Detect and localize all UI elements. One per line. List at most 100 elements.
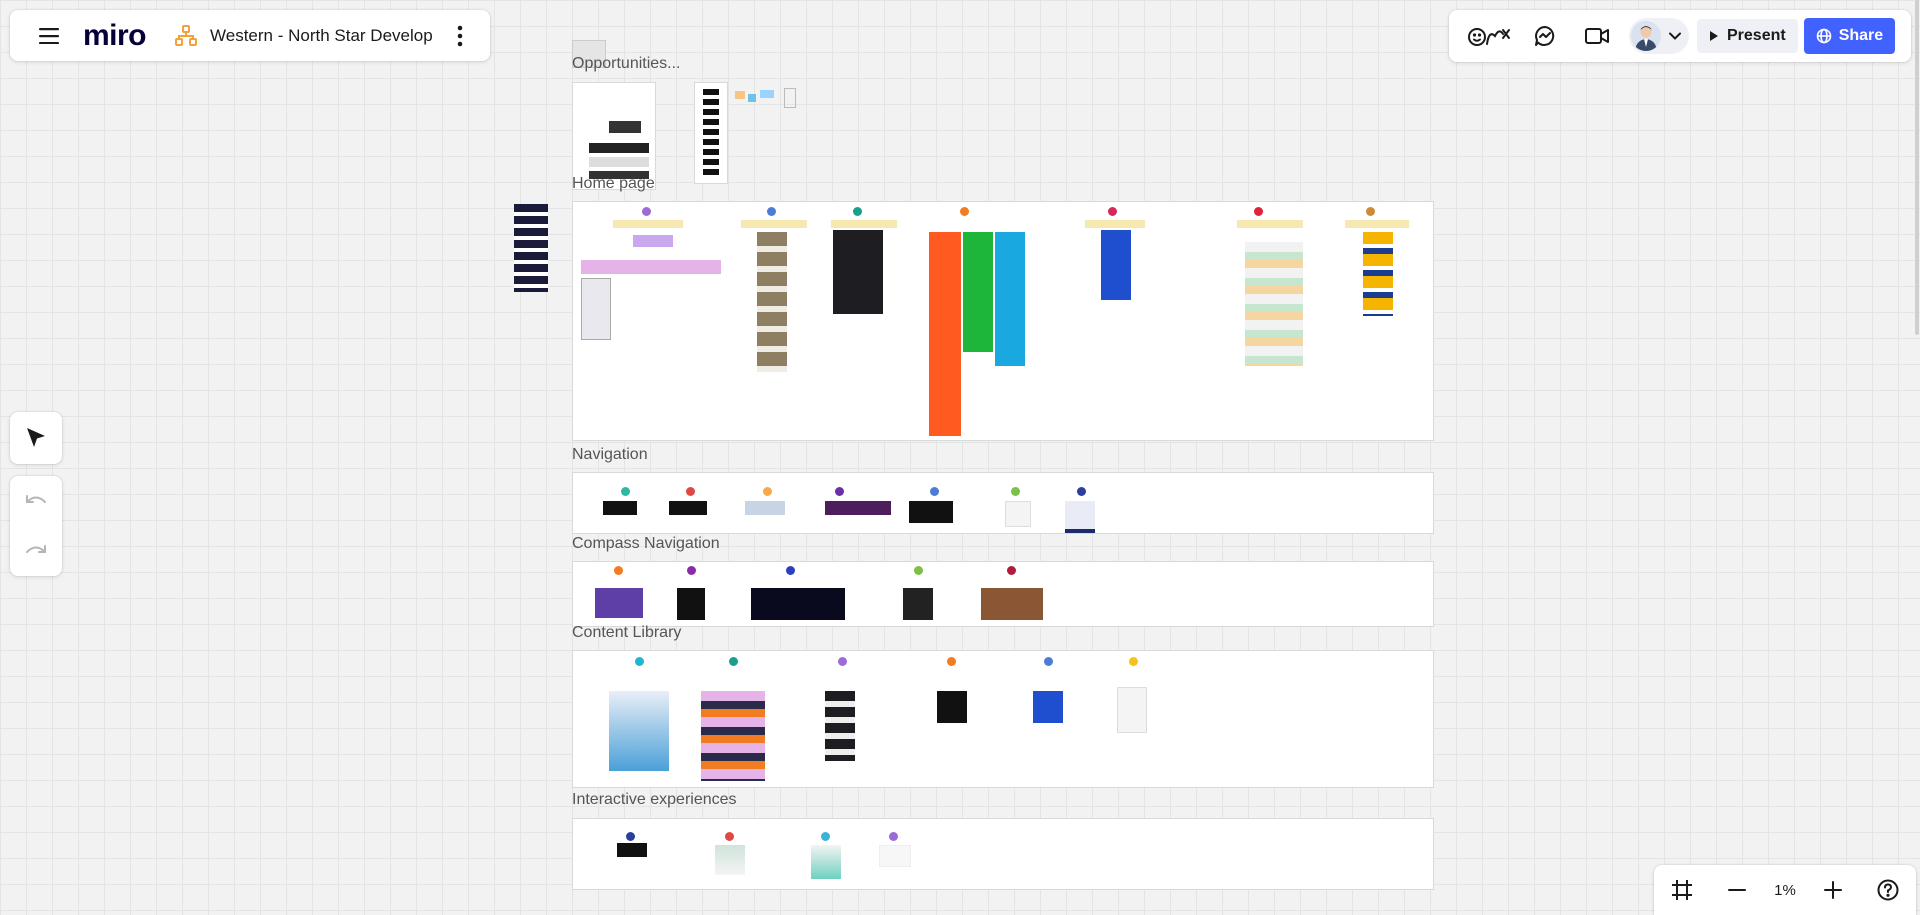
- thumb: [595, 588, 643, 618]
- thumb: [1245, 242, 1303, 366]
- globe-icon: [1816, 28, 1832, 44]
- avatar-dot: [725, 832, 734, 841]
- thumb: [751, 588, 845, 620]
- thumb: [677, 588, 705, 620]
- sticky-note[interactable]: [748, 94, 756, 102]
- thumb: [589, 143, 649, 153]
- history-panel: [10, 476, 62, 576]
- hamburger-menu-icon[interactable]: [30, 17, 68, 55]
- avatar-dot: [947, 657, 956, 666]
- thumb: [609, 121, 641, 133]
- thumb: [1117, 687, 1147, 733]
- thumb: [589, 157, 649, 167]
- frame-label-interactive-experiences[interactable]: Interactive experiences: [572, 791, 737, 808]
- redo-icon[interactable]: [16, 531, 56, 571]
- user-avatar-dropdown[interactable]: [1629, 18, 1689, 54]
- thumb: [1101, 230, 1131, 300]
- avatar-dot: [1108, 207, 1117, 216]
- thumb: [963, 232, 993, 352]
- avatar-dot: [626, 832, 635, 841]
- cursor-arrow-icon[interactable]: [16, 418, 56, 458]
- frame-content-library[interactable]: [572, 650, 1434, 788]
- thumb: [609, 691, 669, 771]
- frame-label-opportunities[interactable]: Opportunities...: [572, 55, 681, 72]
- avatar-dot: [821, 832, 830, 841]
- board-title[interactable]: Western - North Star Develop: [210, 25, 433, 45]
- frame-label-navigation[interactable]: Navigation: [572, 446, 648, 463]
- board-header-panel: miro Western - North Star Develop: [10, 10, 490, 61]
- miro-logo[interactable]: miro: [83, 18, 147, 52]
- thumb: [617, 843, 647, 857]
- thumb: [1065, 501, 1095, 533]
- undo-icon[interactable]: [16, 481, 56, 521]
- avatar-dot: [914, 566, 923, 575]
- avatar-dot: [1254, 207, 1263, 216]
- avatar: [1631, 21, 1661, 51]
- share-button[interactable]: Share: [1803, 18, 1896, 54]
- thumb: [833, 230, 883, 314]
- frame-home-page[interactable]: [572, 201, 1434, 441]
- thumb: [981, 588, 1043, 620]
- avatar-dot: [635, 657, 644, 666]
- frame-opportunities-main[interactable]: [572, 82, 656, 190]
- opportunities-thumb-small[interactable]: [572, 40, 606, 68]
- minus-icon[interactable]: [1719, 872, 1755, 908]
- avatar-dot: [1366, 207, 1375, 216]
- avatar-dot: [1011, 487, 1020, 496]
- avatar-dot: [889, 832, 898, 841]
- thumb: [1005, 501, 1031, 527]
- chat-icon[interactable]: [1525, 16, 1565, 56]
- avatar-dot: [786, 566, 795, 575]
- sticky-note[interactable]: [760, 90, 774, 98]
- avatar-dot: [763, 487, 772, 496]
- present-button[interactable]: Present: [1697, 19, 1798, 53]
- thumb: [745, 501, 785, 515]
- thumb[interactable]: [784, 88, 796, 108]
- frame-icon[interactable]: [1664, 872, 1700, 908]
- avatar-dot: [1044, 657, 1053, 666]
- thumb: [581, 278, 611, 340]
- thumb: [669, 501, 707, 515]
- thumb: [701, 691, 765, 781]
- thumb: [937, 691, 967, 723]
- frame-navigation[interactable]: [572, 472, 1434, 534]
- reactions-icon[interactable]: [1465, 16, 1517, 56]
- avatar-dot: [729, 657, 738, 666]
- frame-label-compass-navigation[interactable]: Compass Navigation: [572, 535, 720, 552]
- sticky-row: [741, 220, 807, 228]
- thumb: [903, 588, 933, 620]
- chevron-down-icon: [1669, 32, 1681, 40]
- thumb: [995, 232, 1025, 366]
- sticky-row: [1237, 220, 1303, 228]
- present-label: Present: [1727, 27, 1786, 44]
- home-side-thumb[interactable]: [514, 204, 548, 292]
- sticky-row: [831, 220, 897, 228]
- plus-icon[interactable]: [1815, 872, 1851, 908]
- more-vertical-icon[interactable]: [444, 17, 476, 55]
- avatar-dot: [767, 207, 776, 216]
- play-icon: [1709, 30, 1719, 42]
- vertical-scrollbar[interactable]: [1915, 0, 1919, 335]
- frame-compass-navigation[interactable]: [572, 561, 1434, 627]
- sticky-row: [1345, 220, 1409, 228]
- thumb: [589, 171, 649, 179]
- avatar-dot: [960, 207, 969, 216]
- zoom-level[interactable]: 1%: [1774, 881, 1796, 899]
- help-icon[interactable]: [1870, 872, 1906, 908]
- board-tree-icon: [174, 24, 198, 48]
- thumb: [1363, 232, 1393, 316]
- thumb: [703, 89, 719, 175]
- frame-label-home-page[interactable]: Home page: [572, 175, 655, 192]
- thumb: [811, 845, 841, 879]
- frame-interactive-experiences[interactable]: [572, 818, 1434, 890]
- frame-label-content-library[interactable]: Content Library: [572, 624, 682, 641]
- thumb: [909, 501, 953, 523]
- thumb: [603, 501, 637, 515]
- frame-opportunities-side[interactable]: [694, 82, 728, 184]
- avatar-dot: [687, 566, 696, 575]
- share-label: Share: [1838, 27, 1884, 44]
- zoom-panel: 1%: [1654, 865, 1916, 915]
- video-camera-icon[interactable]: [1577, 16, 1617, 56]
- sticky-note[interactable]: [735, 91, 745, 99]
- thumb: [929, 232, 961, 436]
